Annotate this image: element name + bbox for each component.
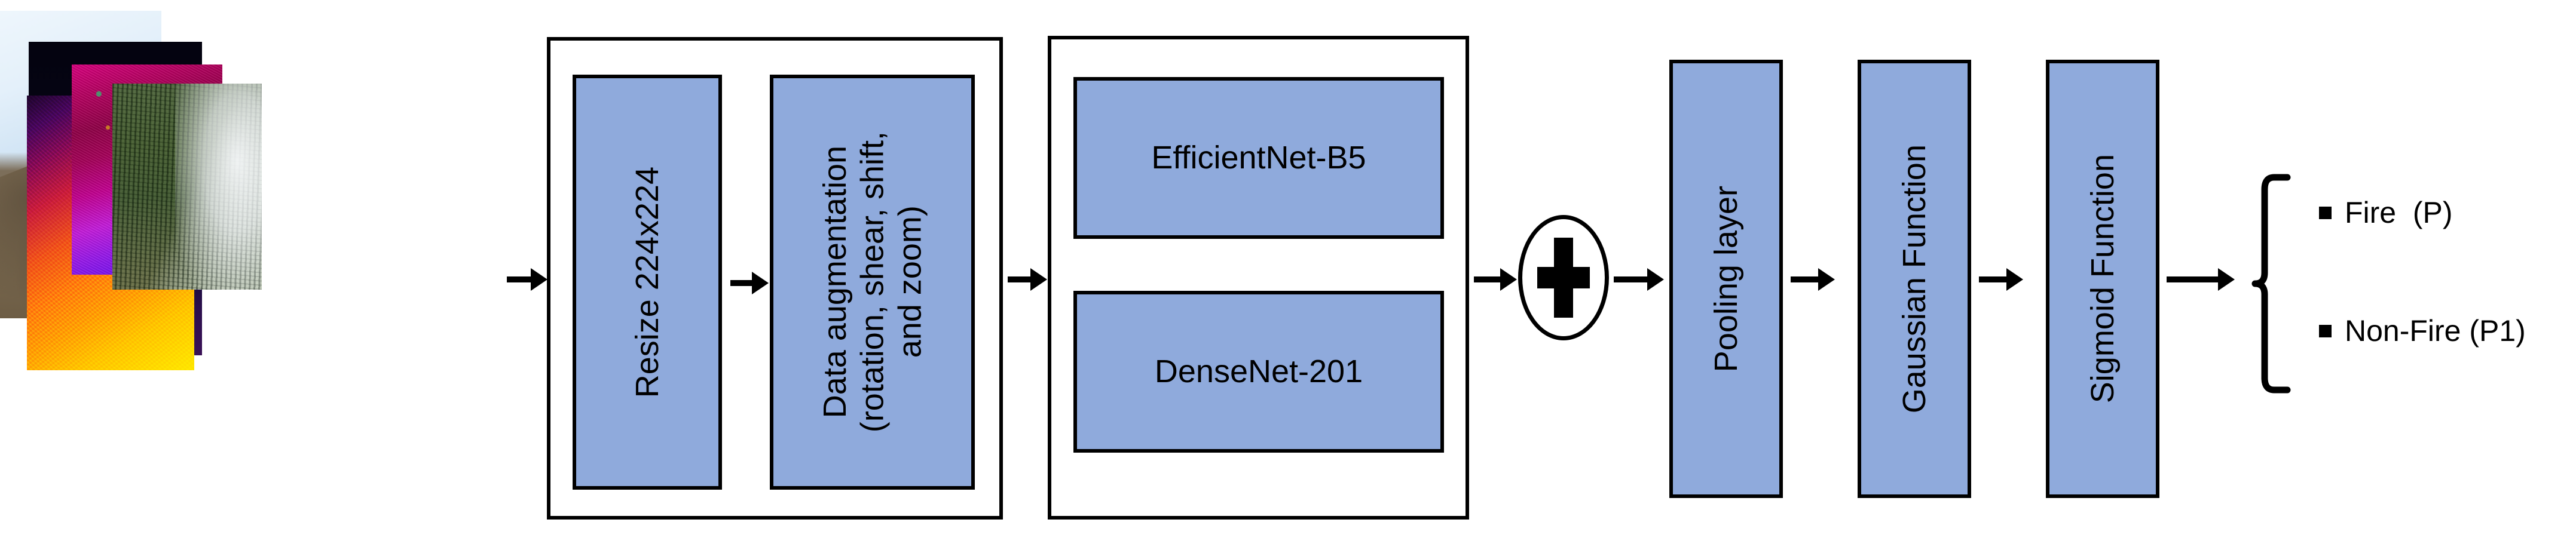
efficientnet-box[interactable]: EfficientNet-B5 bbox=[1073, 77, 1444, 239]
arrow-backbones-to-fusion bbox=[1474, 276, 1501, 282]
gaussian-function-label: Gaussian Function bbox=[1896, 144, 1932, 414]
resize-label: Resize 224x224 bbox=[629, 166, 665, 398]
arrow-gaussian-to-sigmoid bbox=[1979, 276, 2008, 282]
arrow-pooling-to-gaussian bbox=[1791, 276, 1819, 282]
square-bullet-icon bbox=[2319, 324, 2332, 337]
feature-extraction-stage: EfficientNet-B5 DenseNet-201 bbox=[1048, 36, 1469, 520]
arrow-resize-to-augmentation bbox=[730, 280, 753, 286]
pooling-layer-label: Pooling layer bbox=[1708, 185, 1744, 373]
feature-fusion-node[interactable] bbox=[1518, 215, 1609, 340]
sigmoid-function-box[interactable]: Sigmoid Function bbox=[2046, 60, 2159, 498]
forest-fire-smoke-photo bbox=[112, 84, 262, 290]
augmentation-label: Data augmentation (rotation, shear, shif… bbox=[816, 131, 928, 433]
arrow-fusion-to-pooling bbox=[1614, 276, 1648, 282]
pooling-layer-box[interactable]: Pooling layer bbox=[1669, 60, 1783, 498]
efficientnet-label: EfficientNet-B5 bbox=[1151, 140, 1366, 176]
output-class-non-fire-label: Non-Fire (P1) bbox=[2345, 314, 2526, 348]
output-class-non-fire[interactable]: Non-Fire (P1) bbox=[2319, 314, 2526, 348]
square-bullet-icon bbox=[2319, 206, 2332, 219]
preprocessing-stage: Resize 224x224 Data augmentation (rotati… bbox=[547, 37, 1003, 520]
output-brace bbox=[2251, 174, 2291, 394]
plus-icon-vertical-bar bbox=[1554, 238, 1573, 318]
arrow-preprocessing-to-backbones bbox=[1008, 276, 1032, 282]
sigmoid-function-label: Sigmoid Function bbox=[2084, 154, 2121, 404]
arrow-input-to-preprocessing bbox=[507, 276, 532, 282]
densenet-label: DenseNet-201 bbox=[1154, 354, 1363, 390]
densenet-box[interactable]: DenseNet-201 bbox=[1073, 291, 1444, 453]
output-class-fire[interactable]: Fire (P) bbox=[2319, 195, 2453, 230]
output-class-fire-label: Fire (P) bbox=[2345, 196, 2453, 229]
output-classes: Fire (P) Non-Fire (P1) bbox=[2319, 170, 2570, 397]
augmentation-box[interactable]: Data augmentation (rotation, shear, shif… bbox=[770, 75, 975, 490]
gaussian-function-box[interactable]: Gaussian Function bbox=[1858, 60, 1971, 498]
arrow-sigmoid-to-output bbox=[2167, 276, 2219, 282]
resize-box[interactable]: Resize 224x224 bbox=[573, 75, 722, 490]
input-image-stack bbox=[0, 0, 311, 544]
